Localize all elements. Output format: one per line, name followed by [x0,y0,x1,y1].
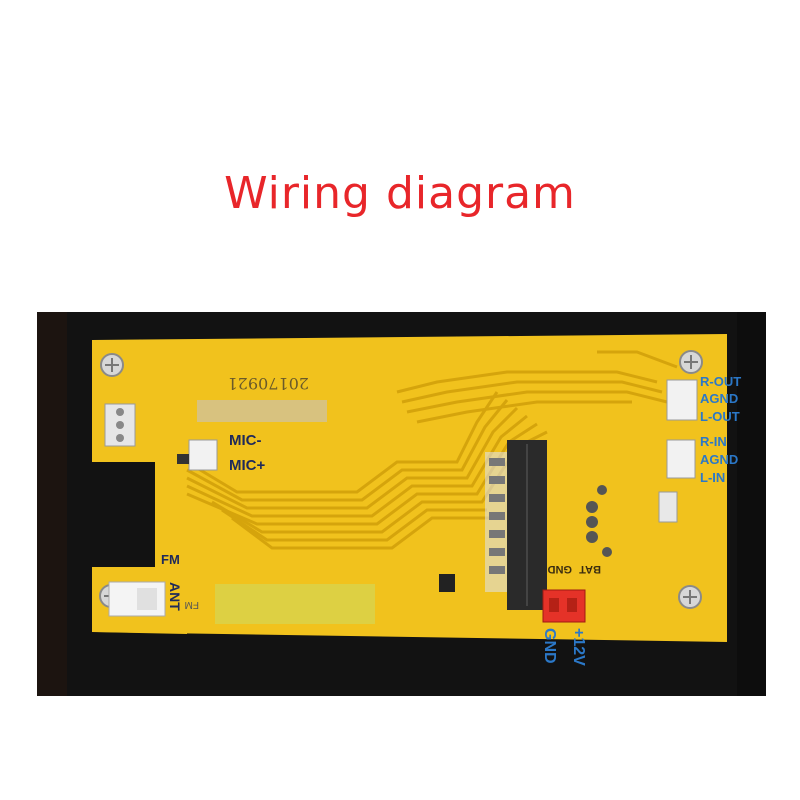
pcb-traces [186,350,678,550]
audio-out-connector [666,379,698,421]
diagram-title: Wiring diagram [224,168,576,219]
pcb-board-drawing: 20170921 [37,312,766,696]
label-plus-12v: +12V [570,628,587,666]
label-l-out: L-OUT [700,409,740,424]
label-fm: FM [161,552,180,567]
power-connector [542,589,586,623]
svg-text:GND: GND [548,563,573,575]
label-gnd: GND [541,628,558,664]
svg-text:FM: FM [185,599,199,610]
date-code: 20170921 [228,374,309,393]
label-r-in: R-IN [700,434,727,449]
pcb-photo: 20170921 [37,312,766,696]
display-window [215,584,375,624]
mic-connector [177,439,218,471]
label-agnd-in: AGND [700,452,739,467]
label-agnd-out: AGND [700,391,739,406]
svg-text:BAT: BAT [579,563,601,575]
fm-ant-connector [108,581,166,617]
blurred-model-marking [197,400,327,422]
label-l-in: L-IN [700,470,726,485]
ribbon-connector [485,440,547,610]
label-mic-minus: MIC- [229,432,262,449]
label-mic-plus: MIC+ [229,457,266,474]
label-ant: ANT [167,582,183,611]
audio-in-connector [658,439,696,523]
label-r-out: R-OUT [700,374,742,389]
left-pin-header [104,403,136,447]
capacitors [439,485,612,592]
